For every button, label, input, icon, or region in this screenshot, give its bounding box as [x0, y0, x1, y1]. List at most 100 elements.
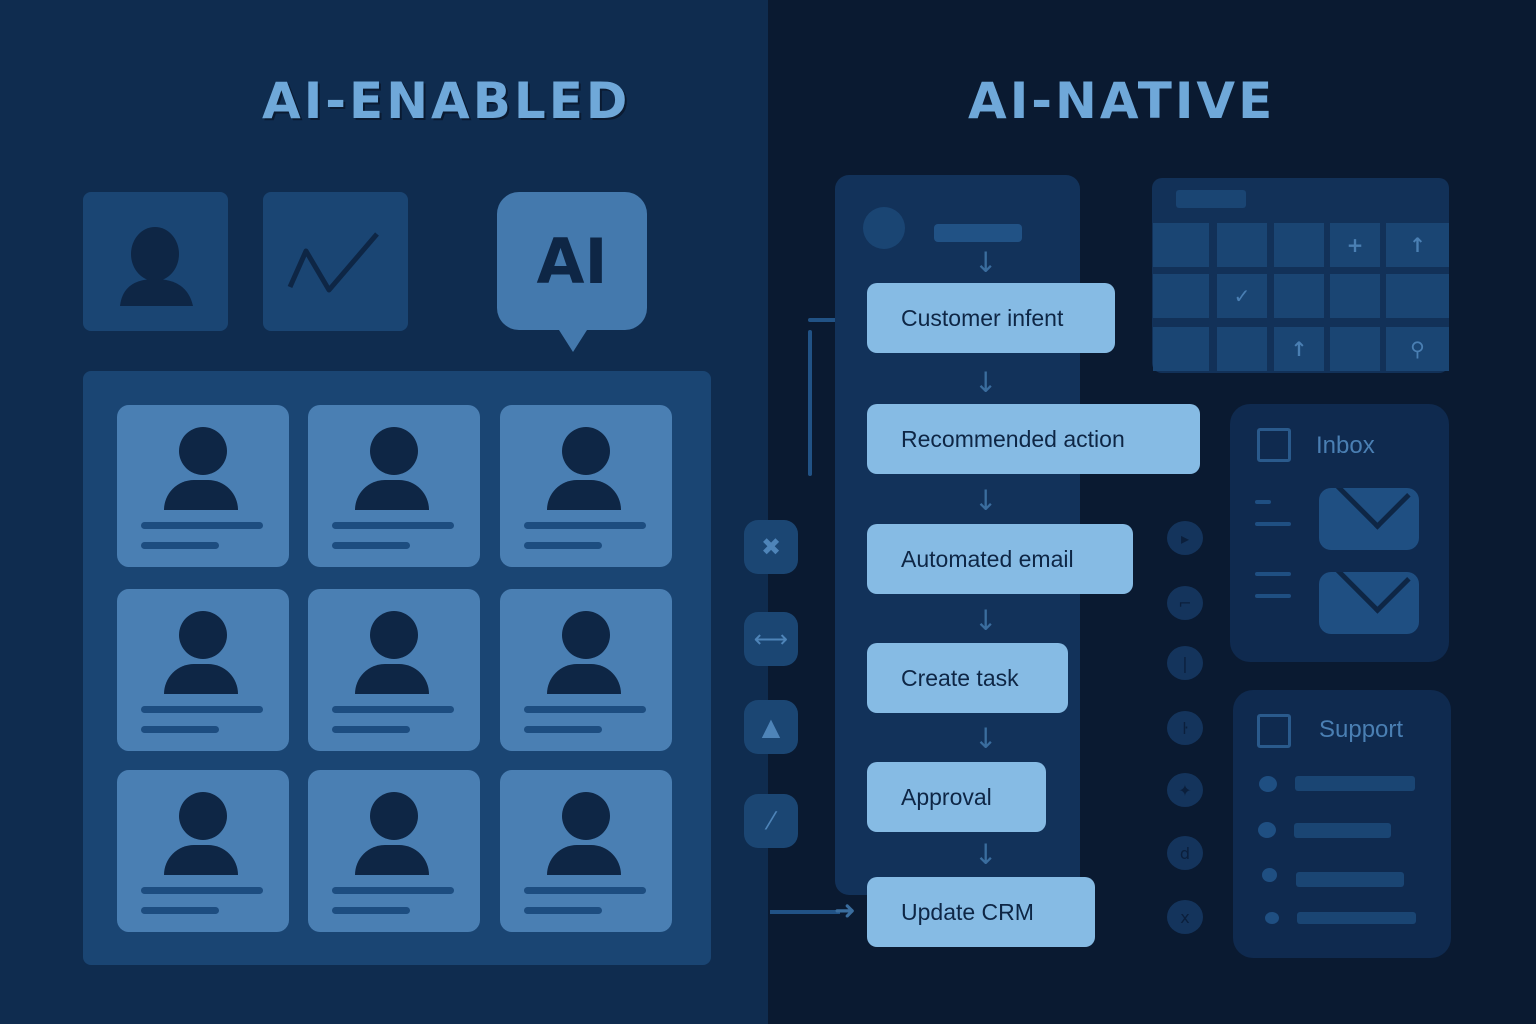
list-bullet — [1258, 822, 1276, 838]
calendar-cell[interactable] — [1153, 274, 1209, 318]
calendar-cell[interactable] — [1274, 274, 1324, 318]
list-bullet — [1265, 912, 1279, 924]
list-dash — [1255, 500, 1271, 504]
calendar-cell[interactable] — [1386, 274, 1449, 318]
bubble-tail — [559, 330, 587, 352]
calendar-cell-up[interactable]: ↑ — [1386, 223, 1449, 267]
arrow-down-icon: ↓ — [974, 246, 998, 279]
flow-step-update-crm[interactable]: Update CRM — [867, 877, 1095, 947]
name-line — [141, 522, 263, 529]
step-label: Automated email — [901, 545, 1074, 572]
clock-icon[interactable]: ⌐ — [1167, 586, 1203, 620]
list-dash — [1255, 572, 1291, 576]
bell-button[interactable]: ▲ — [744, 700, 798, 754]
avatar-icon — [562, 427, 610, 475]
avatar-body — [547, 480, 621, 510]
arrow-down-icon: ↓ — [974, 604, 998, 637]
user-card[interactable] — [117, 405, 289, 567]
mail-icon[interactable] — [1319, 488, 1419, 550]
d-icon[interactable]: d — [1167, 836, 1203, 870]
workflow-avatar — [863, 207, 905, 249]
step-label: Customer infent — [901, 304, 1064, 331]
arrow-down-icon: ↓ — [974, 722, 998, 755]
user-icon — [120, 227, 193, 306]
chart-tile[interactable] — [263, 192, 408, 331]
flow-step-customer-intent[interactable]: Customer infent — [867, 283, 1115, 353]
support-panel[interactable]: Support — [1233, 690, 1451, 958]
name-line — [141, 706, 263, 713]
inbox-title: Inbox — [1316, 432, 1375, 459]
list-line — [1297, 912, 1416, 924]
detail-line — [332, 726, 410, 733]
user-card[interactable] — [500, 405, 672, 567]
calendar-cell[interactable] — [1330, 274, 1380, 318]
calendar-cell[interactable] — [1330, 327, 1380, 371]
calendar-cell[interactable] — [1217, 223, 1267, 267]
calendar-cell[interactable] — [1274, 223, 1324, 267]
name-line — [524, 706, 646, 713]
puzzle-button[interactable]: ✖ — [744, 520, 798, 574]
star-icon[interactable]: ✦ — [1167, 773, 1203, 807]
flow-step-recommended-action[interactable]: Recommended action — [867, 404, 1200, 474]
avatar-body — [355, 845, 429, 875]
avatar-icon — [179, 427, 227, 475]
list-dash — [1255, 522, 1291, 526]
user-card[interactable] — [117, 770, 289, 932]
loop-connector — [808, 330, 812, 476]
pen-button[interactable]: ⁄ — [744, 794, 798, 848]
calendar-cell[interactable] — [1217, 327, 1267, 371]
avatar-body — [355, 480, 429, 510]
user-card[interactable] — [117, 589, 289, 751]
avatar-icon — [370, 792, 418, 840]
user-card[interactable] — [500, 589, 672, 751]
flow-step-automated-email[interactable]: Automated email — [867, 524, 1133, 594]
ai-chat-bubble[interactable]: AI — [497, 192, 647, 352]
detail-line — [332, 907, 410, 914]
calendar-cell-pin[interactable]: ⚲ — [1386, 327, 1449, 371]
avatar-body — [164, 664, 238, 694]
puzzle-icon: ✖ — [760, 533, 782, 561]
step-label: Create task — [901, 664, 1019, 691]
list-line — [1295, 776, 1415, 791]
user-card[interactable] — [308, 589, 480, 751]
calendar-cell[interactable] — [1153, 327, 1209, 371]
user-card[interactable] — [308, 405, 480, 567]
detail-line — [141, 726, 219, 733]
detail-line — [332, 542, 410, 549]
list-line — [1294, 823, 1391, 838]
arrow-right-icon: ➜ — [834, 896, 856, 926]
calendar-cell[interactable] — [1153, 223, 1209, 267]
detail-line — [524, 907, 602, 914]
folder-tab-icon — [1176, 190, 1246, 208]
name-line — [141, 887, 263, 894]
detail-line — [524, 542, 602, 549]
name-line — [524, 522, 646, 529]
play-icon[interactable]: ▸ — [1167, 521, 1203, 555]
avatar-icon — [562, 792, 610, 840]
calendar-cell-plus[interactable]: + — [1330, 223, 1380, 267]
mail-icon[interactable] — [1319, 572, 1419, 634]
avatar-icon — [370, 427, 418, 475]
support-tray-icon — [1257, 714, 1291, 748]
flow-step-approval[interactable]: Approval — [867, 762, 1046, 832]
ai-enabled-title: AI-ENABLED — [262, 72, 631, 130]
calendar-cell-check[interactable]: ✓ — [1217, 274, 1267, 318]
loop-connector-top — [808, 318, 844, 322]
user-card[interactable] — [308, 770, 480, 932]
arrow-down-icon: ↓ — [974, 838, 998, 871]
flow-step-create-task[interactable]: Create task — [867, 643, 1068, 713]
name-line — [332, 522, 454, 529]
pause-icon[interactable]: | — [1167, 646, 1203, 680]
calendar-cell-up[interactable]: ↑ — [1274, 327, 1324, 371]
link-button[interactable]: ⟷ — [744, 612, 798, 666]
inbox-panel[interactable]: Inbox — [1230, 404, 1449, 662]
avatar-icon — [179, 792, 227, 840]
clock-icon[interactable]: ŀ — [1167, 711, 1203, 745]
list-line — [1296, 872, 1404, 887]
user-card[interactable] — [500, 770, 672, 932]
name-line — [332, 887, 454, 894]
crm-connector — [770, 910, 840, 914]
x-icon[interactable]: x — [1167, 900, 1203, 934]
user-tile[interactable] — [83, 192, 228, 331]
avatar-icon — [179, 611, 227, 659]
